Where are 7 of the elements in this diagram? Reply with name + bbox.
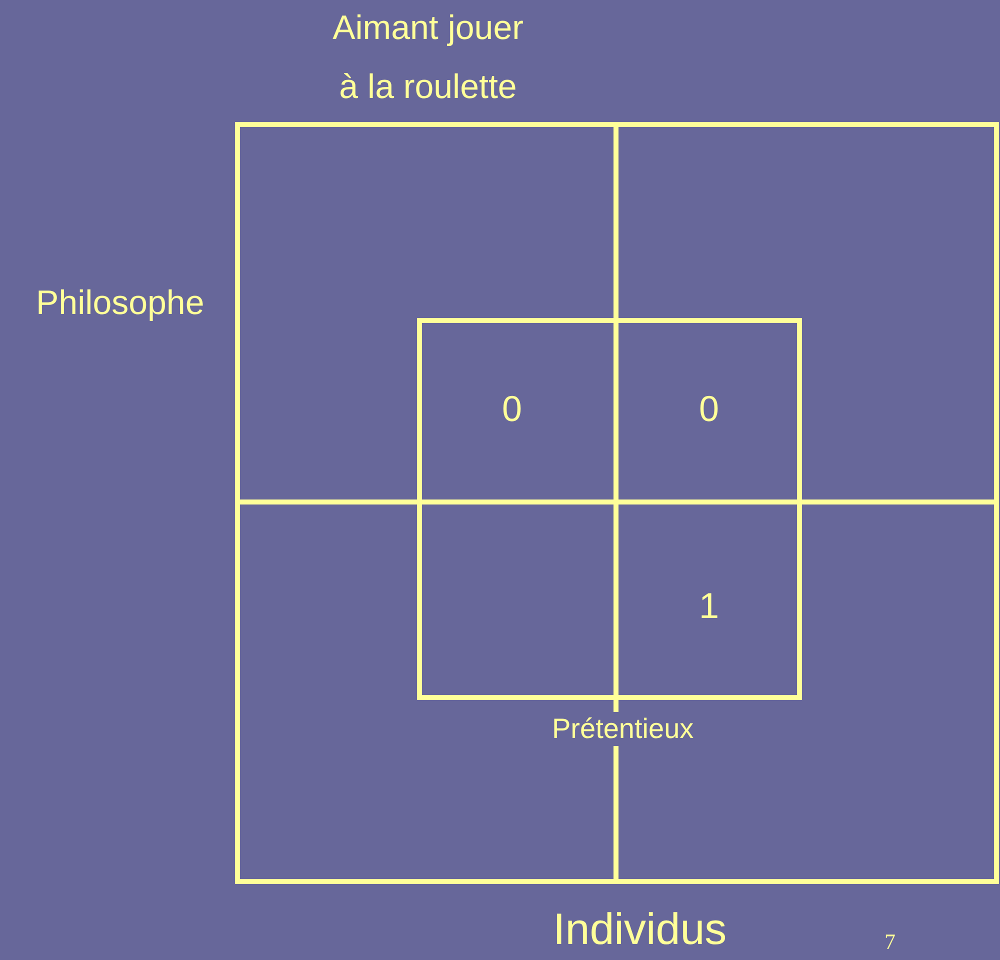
cell-value: 1 [699, 584, 720, 627]
page-number: 7 [884, 929, 896, 956]
cell-value: 0 [502, 386, 522, 430]
set-label: Individus [553, 904, 727, 956]
axis-label: Aimant jouer à la roulette [332, 8, 524, 108]
cell-value: 0 [699, 386, 720, 430]
axis-label: Philosophe [36, 282, 204, 324]
